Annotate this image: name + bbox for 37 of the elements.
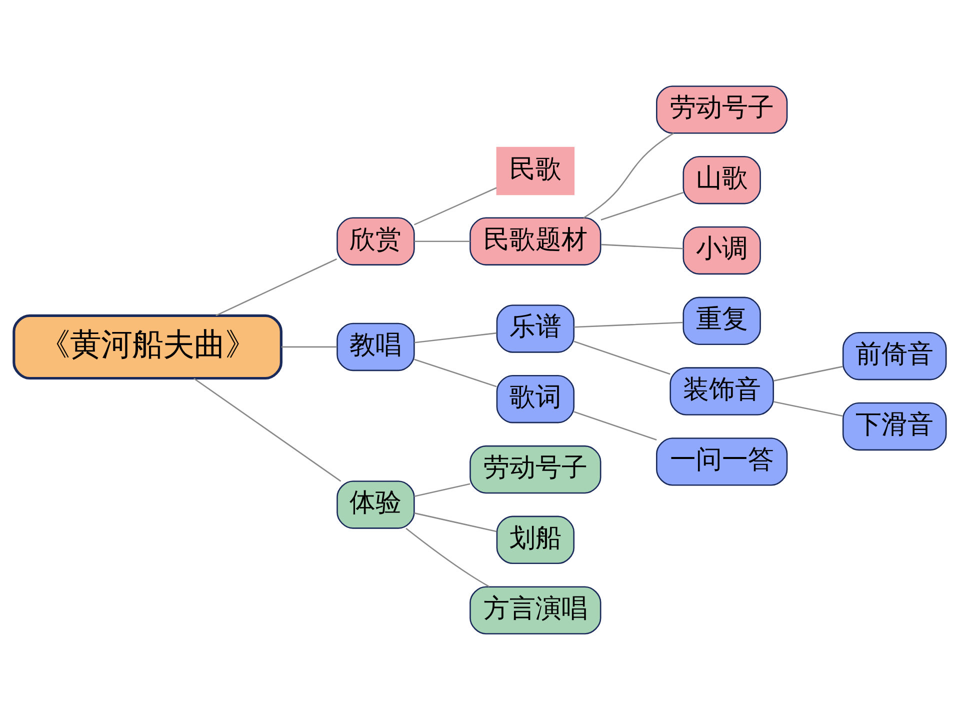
connector (583, 132, 674, 218)
node-box: 小调 (682, 226, 761, 275)
node-box: 方言演唱 (470, 586, 602, 634)
node-box: 下滑音 (842, 402, 947, 451)
connector (414, 358, 497, 388)
node-box: 劳动号子 (470, 445, 602, 494)
connector (414, 512, 497, 532)
node-box: 前倚音 (842, 332, 947, 380)
node-box: 劳动号子 (656, 86, 788, 134)
node-box: 一问一答 (656, 438, 788, 486)
connector (194, 378, 342, 482)
connector (406, 528, 490, 588)
connector (774, 366, 843, 382)
node-box: 划船 (496, 516, 575, 564)
connector (574, 322, 683, 328)
connector (774, 401, 843, 417)
connector (281, 346, 337, 348)
node-box: 体验 (336, 480, 415, 529)
node-box: 重复 (682, 296, 761, 345)
connector (600, 244, 684, 250)
node-box: 装饰音 (670, 367, 774, 416)
connector (414, 240, 470, 242)
node-box: 民歌 (496, 146, 575, 196)
connector (600, 192, 684, 221)
connector (216, 258, 337, 316)
node-box: 教唱 (336, 322, 415, 372)
node-box: 民歌题材 (470, 217, 602, 266)
connector (574, 340, 670, 375)
connector (574, 411, 657, 441)
connector (414, 332, 497, 344)
connector (414, 187, 497, 226)
node-box: 山歌 (682, 156, 761, 204)
node-box: 歌词 (496, 375, 575, 424)
connector (414, 483, 470, 497)
node-box: 《黄河船夫曲》 (12, 314, 282, 380)
node-box: 欣赏 (336, 217, 415, 266)
node-box: 乐谱 (496, 304, 575, 353)
